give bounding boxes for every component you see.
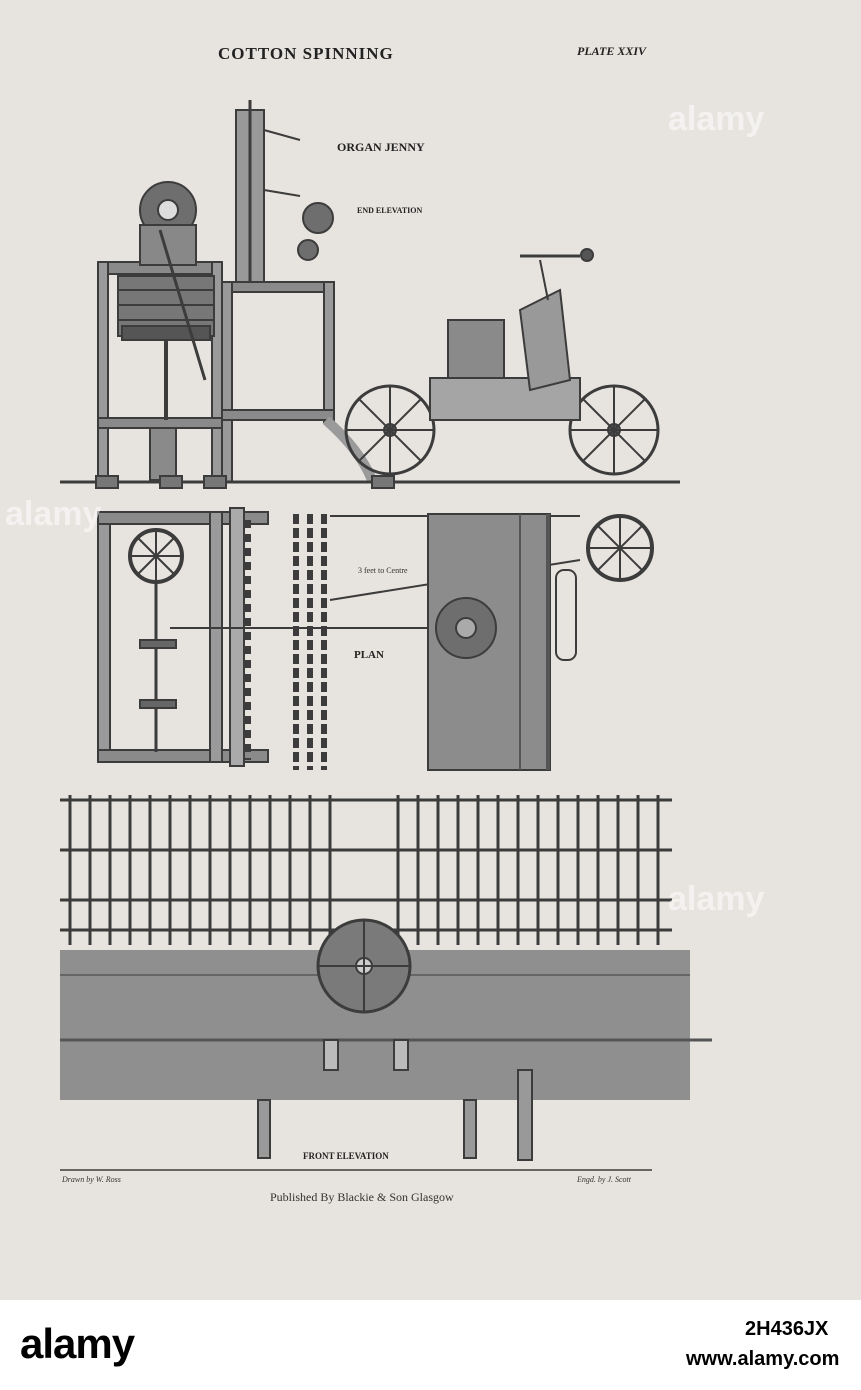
plate-title: COTTON SPINNING (218, 44, 394, 63)
watermark-right: alamy (668, 880, 765, 918)
main-figure-title: ORGAN JENNY (337, 140, 425, 154)
plate-number: PLATE XXIV (577, 44, 647, 58)
engraver-credit: Engd. by J. Scott (577, 1175, 631, 1184)
drawn-by-credit: Drawn by W. Ross (62, 1175, 121, 1184)
publisher-line: Published By Blackie & Son Glasgow (270, 1190, 454, 1204)
engraving-plate: COTTON SPINNING PLATE XXIV (0, 0, 861, 1300)
footer-logo: alamy (20, 1320, 135, 1367)
footer-image-id: 2H436JX (745, 1318, 829, 1340)
watermark-left: alamy (5, 495, 102, 533)
end-elevation-drawing (60, 100, 680, 489)
front-elevation-drawing (60, 795, 712, 1171)
footer-site: www.alamy.com (686, 1348, 840, 1370)
plan-drawing (97, 507, 654, 771)
stock-footer: alamy 2H436JX www.alamy.com (0, 1300, 861, 1390)
plan-label: PLAN (354, 649, 384, 661)
plan-note: 3 feet to Centre (358, 566, 408, 575)
front-elevation-label: FRONT ELEVATION (303, 1151, 389, 1161)
engraving-illustration (60, 100, 712, 1171)
end-elevation-label: END ELEVATION (357, 206, 423, 215)
watermark-top-right: alamy (668, 100, 765, 138)
